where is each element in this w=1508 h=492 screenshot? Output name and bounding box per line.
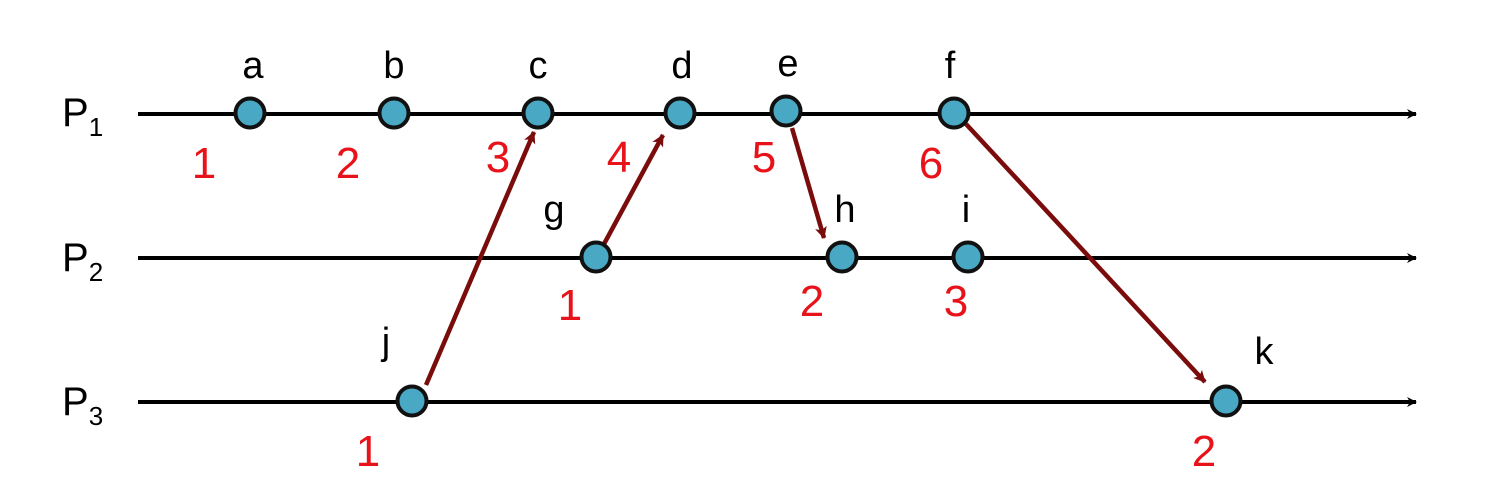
events-p2: g h i 1 2 3 <box>543 189 985 330</box>
event-dot-d <box>663 96 697 130</box>
events-p3: j k 1 2 <box>356 321 1275 476</box>
clock-label-a: 1 <box>192 139 216 188</box>
event-label-c: c <box>529 45 548 87</box>
event-label-f: f <box>945 45 956 87</box>
messages <box>423 122 1207 386</box>
event-dot-f <box>937 96 971 130</box>
clock-label-c: 3 <box>486 133 510 182</box>
event-label-g: g <box>543 189 564 231</box>
message-g-to-d <box>602 133 665 246</box>
process-label-p2: P2 <box>62 236 103 287</box>
clock-label-g: 1 <box>558 281 582 330</box>
event-dot-e <box>769 94 803 128</box>
event-label-h: h <box>834 189 855 231</box>
clock-label-j: 1 <box>356 427 380 476</box>
event-dot-j <box>395 384 429 418</box>
clock-label-i: 3 <box>944 277 968 326</box>
event-dot-a <box>233 96 267 130</box>
event-dot-k <box>1209 384 1243 418</box>
event-label-i: i <box>962 189 970 231</box>
clock-label-d: 4 <box>607 133 631 182</box>
event-dot-c <box>521 96 555 130</box>
event-label-b: b <box>383 45 404 87</box>
process-label-p1: P1 <box>62 91 103 142</box>
event-label-d: d <box>671 45 692 87</box>
clock-label-b: 2 <box>336 139 360 188</box>
message-e-to-h <box>789 127 827 239</box>
event-dot-b <box>377 96 411 130</box>
event-dot-i <box>951 240 985 274</box>
clock-label-f: 6 <box>919 139 943 188</box>
clock-label-h: 2 <box>800 277 824 326</box>
message-j-to-c <box>423 131 537 386</box>
clock-label-e: 5 <box>752 133 776 182</box>
event-dot-h <box>825 240 859 274</box>
process-label-p3: P3 <box>62 380 103 431</box>
message-f-to-k <box>964 122 1207 384</box>
events-p1: a b c d e f 1 2 3 4 5 6 <box>192 43 971 188</box>
event-label-e: e <box>777 43 798 85</box>
event-label-j: j <box>381 321 390 363</box>
event-label-a: a <box>242 45 264 87</box>
clock-label-k: 2 <box>1192 427 1216 476</box>
event-dot-g <box>579 240 613 274</box>
event-label-k: k <box>1255 331 1275 373</box>
